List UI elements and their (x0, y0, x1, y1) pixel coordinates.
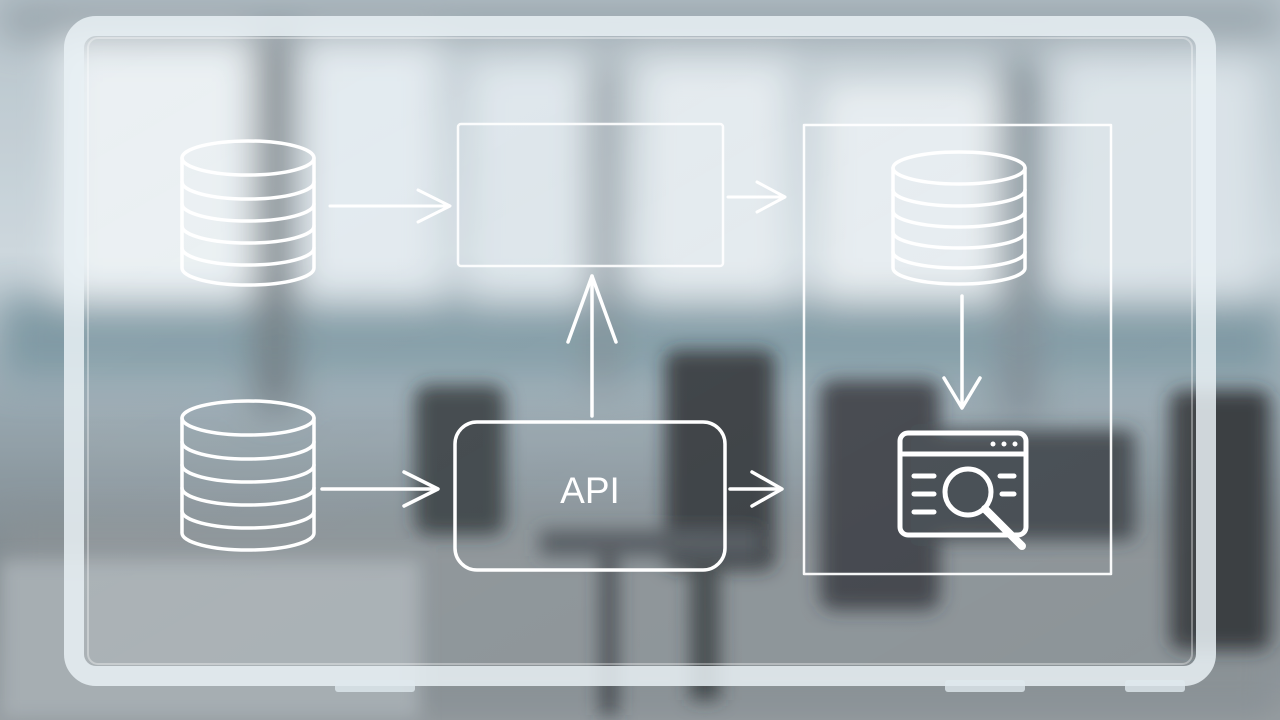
arrow-db-to-processing (328, 188, 452, 224)
source-database-top-icon (180, 139, 316, 287)
arrow-api-to-processing (566, 274, 618, 418)
source-database-bottom-icon (180, 399, 316, 552)
arrow-api-to-target (728, 470, 784, 508)
arrow-db-to-search (942, 294, 982, 410)
api-box (453, 420, 727, 572)
target-database-icon (891, 150, 1027, 286)
processing-box (456, 122, 725, 268)
browser-search-icon (897, 430, 1029, 550)
api-label: API (560, 470, 620, 511)
target-panel (802, 123, 1113, 576)
arrow-db-to-api (320, 470, 440, 508)
arrow-processing-to-target (726, 180, 787, 214)
